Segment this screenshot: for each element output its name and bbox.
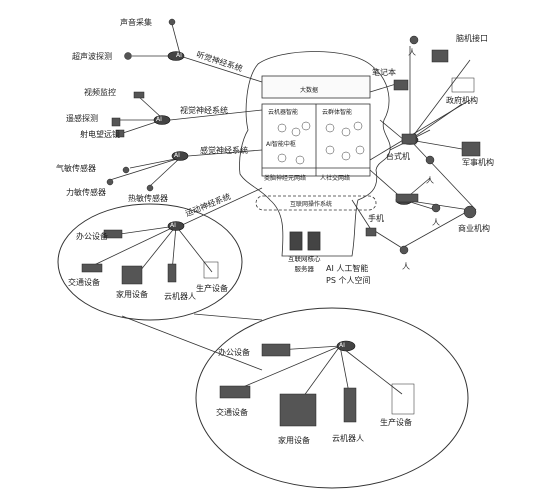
label-ultrasound: 超声波探测 [72, 52, 112, 61]
label-sense-system: 感觉神经系统 [200, 146, 248, 155]
oil-pump-icon-small [203, 261, 219, 279]
hub-node-small-loop [167, 221, 185, 231]
label-video: 视频监控 [84, 88, 116, 97]
satellite-icon [111, 117, 121, 127]
right-person-mid2: 人 [432, 218, 440, 227]
right-business: 商业机构 [458, 224, 490, 233]
military-icon [461, 141, 481, 157]
hub-label-large-loop: AI [339, 342, 345, 349]
right-phone: 手机 [368, 214, 384, 223]
right-military: 军事机构 [462, 158, 494, 167]
brain-ai-brain: AI智能中枢 [266, 140, 296, 148]
brain-node-grid [277, 121, 365, 165]
home-appliance-icon-large [279, 393, 317, 427]
oil-pump-icon-large [391, 383, 415, 415]
hub-label-small-loop: AI [170, 222, 176, 229]
legend-ai: AI 人工智能 [326, 264, 369, 273]
small-robot: 云机器人 [164, 292, 196, 301]
hub-label-hearing: AI [176, 52, 182, 59]
label-vision-system: 视觉神经系统 [180, 106, 228, 115]
label-force: 力敏传感器 [66, 188, 106, 197]
small-production: 生产设备 [196, 284, 228, 293]
right-laptop: 笔记本 [372, 68, 396, 77]
vr-glasses-icon [395, 193, 419, 203]
force-sensor-icon [106, 178, 114, 186]
gov-building-icon [451, 77, 475, 93]
printer-icon-large [261, 343, 291, 357]
large-loop [195, 307, 469, 489]
gas-sensor-icon [122, 166, 130, 174]
right-gov: 政府机构 [446, 96, 478, 105]
hub-node-sense [171, 151, 189, 161]
brain-big-data: 大数据 [300, 86, 318, 94]
large-production: 生产设备 [380, 418, 412, 427]
ultrasound-icon [124, 52, 132, 60]
hub-node-hearing [167, 51, 185, 61]
small-traffic: 交通设备 [68, 278, 100, 287]
label-core-server: 互联网核心 服务器 [288, 255, 321, 273]
big-data-box [261, 75, 371, 99]
right-bci: 脑机接口 [456, 34, 488, 43]
small-office: 办公设备 [76, 232, 108, 241]
label-gas: 气敏传感器 [56, 164, 96, 173]
right-person-mid: 人 [426, 176, 434, 185]
right-person-top: 人 [408, 48, 416, 57]
label-sound: 声音采集 [120, 18, 152, 27]
hub-label-vision: AI [156, 116, 162, 123]
legend-ps: PS 个人空间 [326, 276, 371, 285]
large-home: 家用设备 [278, 436, 310, 445]
large-robot: 云机器人 [332, 434, 364, 443]
car-icon-small [81, 263, 103, 273]
small-loop [57, 203, 243, 321]
printer-icon-small [103, 229, 123, 239]
phone-icon [365, 227, 377, 237]
brain-swarm: 云群体智能 [322, 108, 352, 116]
desktop-icon [401, 133, 417, 145]
large-office: 办公设备 [218, 348, 250, 357]
person-icon-desktop [425, 155, 435, 165]
server-2 [307, 231, 321, 251]
right-desktop: 台式机 [386, 152, 410, 161]
small-home: 家用设备 [116, 290, 148, 299]
telescope-icon [115, 129, 125, 138]
brain-cerebellum: 类脑神经元网络 [264, 174, 306, 182]
bci-icon [431, 49, 449, 63]
robot-icon-large [343, 387, 357, 423]
server-1 [289, 231, 303, 251]
brain-cloud-robot: 云机器智能 [268, 108, 298, 116]
brain-human-net: 人社交网络 [320, 174, 350, 182]
label-remote: 遥感探测 [66, 114, 98, 123]
label-rf: 射电望远镜 [80, 130, 120, 139]
brain-os: 互联网操作系统 [290, 200, 332, 208]
os-box [255, 195, 377, 211]
head-outline [239, 51, 391, 257]
money-bag-icon [463, 205, 477, 219]
person-icon-mid [431, 203, 441, 213]
right-person-bottom: 人 [402, 262, 410, 271]
hub-label-sense: AI [174, 152, 180, 159]
robot-icon-small [167, 263, 177, 283]
home-appliance-icon-small [121, 265, 143, 285]
hub-node-large-loop [336, 340, 356, 352]
person-icon-bottom [399, 245, 409, 255]
heat-sensor-icon [146, 184, 154, 192]
large-traffic: 交通设备 [216, 408, 248, 417]
person-icon-top [409, 35, 419, 45]
hub-node-vision [153, 115, 171, 125]
laptop-icon [393, 79, 409, 91]
camera-icon [133, 91, 145, 99]
label-heat: 热敏传感器 [128, 194, 168, 203]
microphone-icon [168, 18, 176, 26]
car-icon-large [219, 385, 251, 399]
